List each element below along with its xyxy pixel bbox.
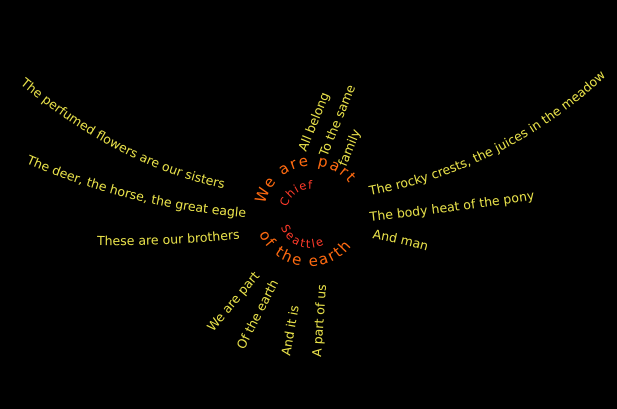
- lower-center-group: We are part Of the earth And it is A par…: [204, 268, 329, 357]
- lower-line-4: A part of us: [309, 284, 329, 357]
- left-wing-group: The perfumed flowers are our sisters The…: [17, 74, 247, 248]
- center-emblem: We are part of the earth Chief Seattle: [251, 151, 358, 270]
- lower-line-3: And it is: [278, 304, 302, 357]
- name-first-text: Chief: [277, 178, 314, 208]
- right-line-3: And man: [372, 226, 430, 253]
- left-line-3: These are our brothers: [96, 227, 240, 249]
